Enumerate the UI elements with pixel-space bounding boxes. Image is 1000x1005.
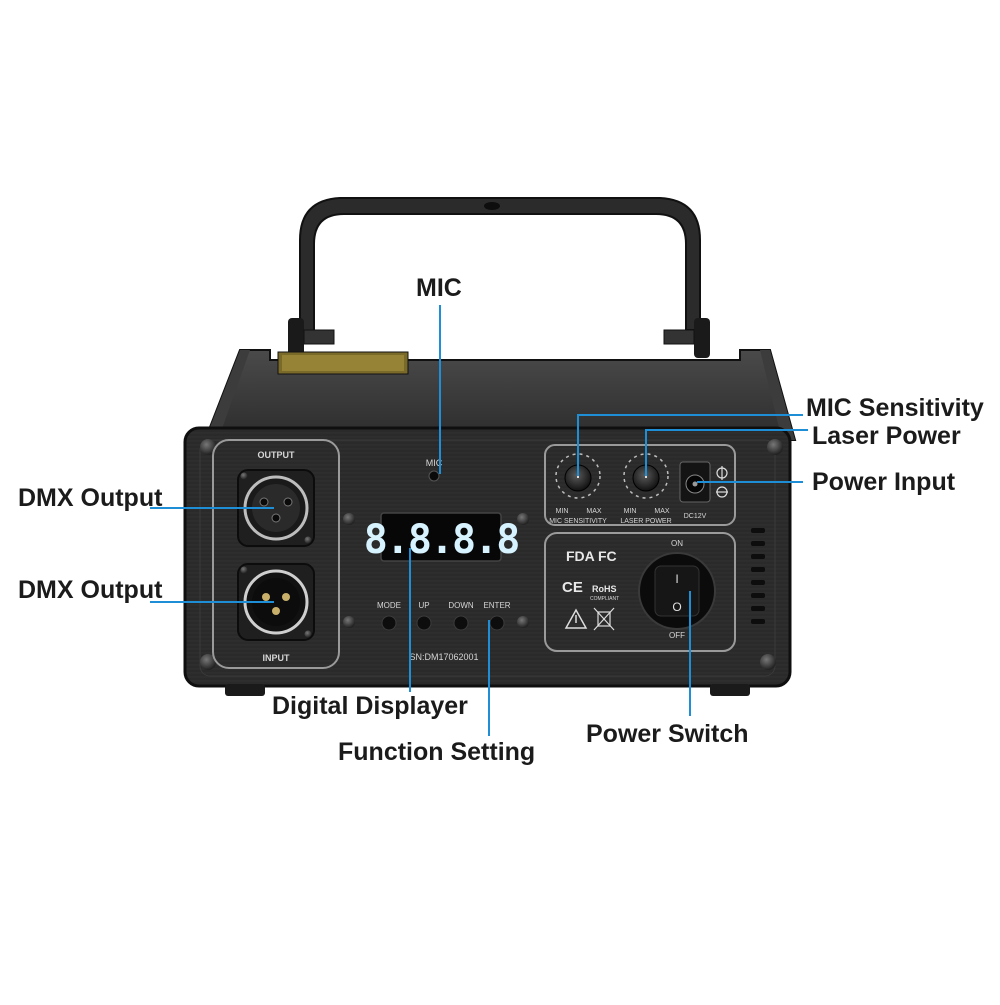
callout-mic-sensitivity: MIC Sensitivity [806,394,984,422]
fda-mark: FDA [566,548,595,564]
switch-off-label: OFF [669,631,685,640]
button-label-mode: MODE [377,601,401,610]
ce-mark: CE [562,579,583,596]
dmx-input-male-connector[interactable] [237,563,315,641]
power-rocker-switch[interactable]: I O [638,552,716,630]
input-label: INPUT [263,653,291,663]
button-label-enter: ENTER [483,601,510,610]
laser-warning-icon [564,608,588,629]
enter-button[interactable] [489,615,505,631]
rohs-sub: COMPLIANT [590,596,619,602]
knob2-name-label: LASER POWER [620,518,671,525]
serial-number: SN:DM17062001 [409,652,478,662]
callout-laser-power: Laser Power [812,422,961,450]
dmx-output-female-connector[interactable] [237,469,315,547]
chassis-top [203,349,797,441]
mic-port: MIC [426,458,443,482]
down-button[interactable] [453,615,469,631]
output-label: OUTPUT [258,450,296,460]
callout-dmx-output-bottom: DMX Output [18,576,163,604]
switch-on-symbol: I [675,572,678,586]
panel-screws [200,439,783,670]
knob1-name-label: MIC SENSITIVITY [549,518,607,525]
laser-power-line [645,429,808,476]
vent-slots [751,528,765,624]
dc-power-jack[interactable] [679,461,711,503]
callout-function-setting: Function Setting [338,738,536,766]
button-label-up: UP [418,601,429,610]
dc-label: DC12V [684,513,707,520]
switch-on-label: ON [671,539,683,548]
mode-button[interactable] [381,615,397,631]
control-knobs-section: MIN MAX MIC SENSITIVITY MIN MAX LASER PO… [544,444,736,526]
callout-digital-displayer: Digital Displayer [272,692,468,720]
up-button[interactable] [416,615,432,631]
display-readout: 8.8.8.8 [364,517,519,563]
polarity-icon [716,466,728,498]
callout-power-input: Power Input [812,468,956,496]
knob2-max-label: MAX [654,508,670,515]
button-label-down: DOWN [448,601,474,610]
dmx-section: OUTPUT INPUT [212,439,340,669]
knob2-min-label: MIN [624,508,637,515]
knob1-max-label: MAX [586,508,602,515]
switch-off-symbol: O [672,600,681,614]
callout-dmx-output-top: DMX Output [18,484,163,512]
callout-power-switch: Power Switch [586,720,749,748]
power-section: FDA FC CE RoHS COMPLIANT ON OFF I O [544,532,736,652]
callout-mic: MIC [416,274,462,302]
function-buttons: MODE UP DOWN ENTER SN:DM17062001 [377,601,511,662]
mic-sensitivity-line [577,414,803,476]
knob1-min-label: MIN [556,508,569,515]
rohs-mark: RoHS [592,584,617,594]
mic-label: MIC [426,458,443,468]
digital-display: 8.8.8.8 [364,512,520,563]
callout-lines [150,305,808,736]
fc-mark: FC [598,548,617,564]
weee-bin-icon [593,607,615,631]
